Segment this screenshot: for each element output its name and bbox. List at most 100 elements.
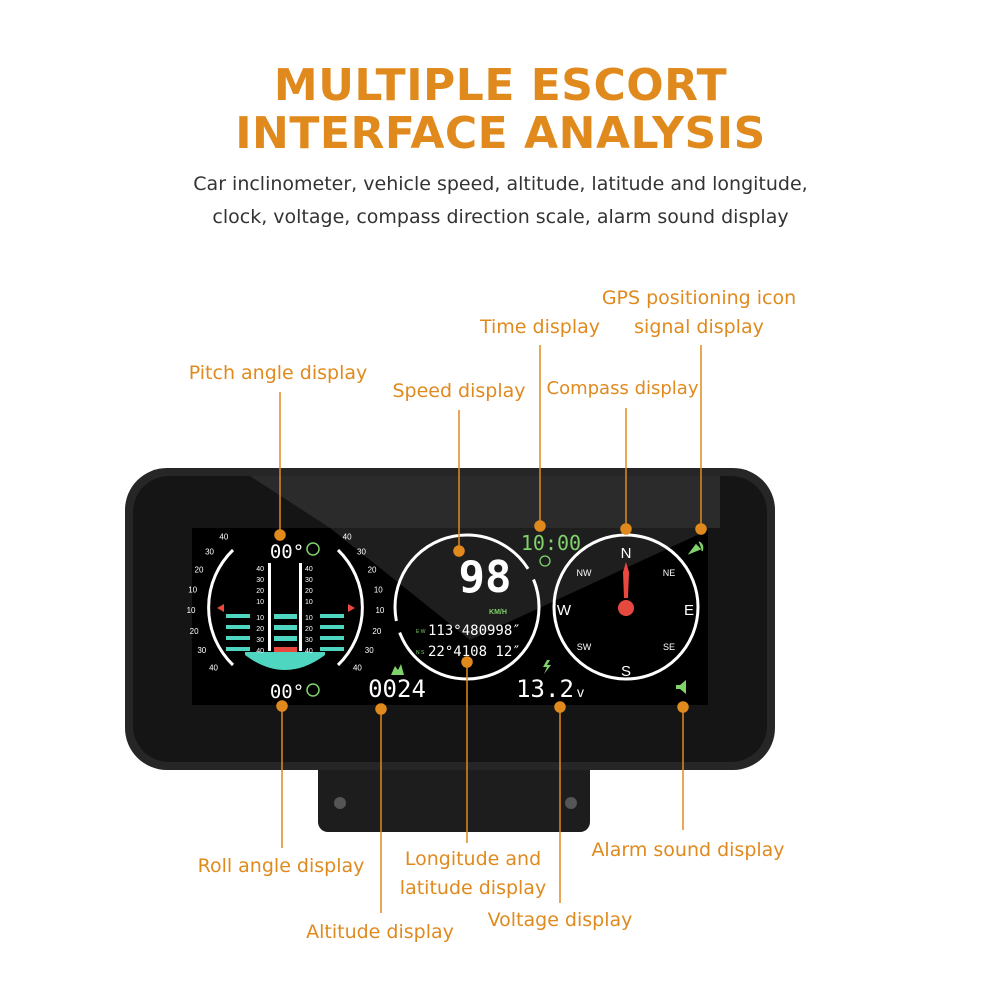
roll-bar <box>320 647 344 651</box>
lat-prefix: N S <box>416 650 425 656</box>
scale-label: 30 <box>256 577 264 584</box>
callout-gps-line2: signal display <box>634 316 764 338</box>
arc-label: 30 <box>197 646 206 655</box>
arc-label: 10 <box>375 606 384 615</box>
title-line-2: INTERFACE ANALYSIS <box>235 108 766 159</box>
subtitle-line-1: Car inclinometer, vehicle speed, altitud… <box>193 173 808 195</box>
callout-lonlat-line1: Longitude and <box>404 848 542 870</box>
arc-label: 10 <box>188 585 197 594</box>
compass-n: N <box>621 545 632 562</box>
callout-voltage: Voltage display <box>487 909 633 931</box>
compass-e: E <box>684 602 694 619</box>
scale-label: 30 <box>305 577 313 584</box>
callout-pitch: Pitch angle display <box>188 362 368 384</box>
level-bar <box>274 636 297 641</box>
scale-label: 40 <box>305 566 313 573</box>
speed-value: 98 <box>459 552 512 603</box>
roll-bar <box>226 647 250 651</box>
clock-icon <box>539 555 551 567</box>
longitude-value: 113°480998″ <box>428 623 521 639</box>
arc-label: 30 <box>365 646 374 655</box>
voltage-unit: v <box>577 684 584 700</box>
arc-label: 30 <box>357 548 366 557</box>
lightning-icon <box>543 660 551 674</box>
scale-label: 30 <box>305 637 313 644</box>
callout-dot <box>677 701 689 713</box>
pitch-icon <box>306 542 320 556</box>
arc-label: 20 <box>195 566 204 575</box>
scale-label: 10 <box>305 599 313 606</box>
mountain-icon <box>391 664 404 675</box>
subtitle-line-2: clock, voltage, compass direction scale,… <box>212 206 789 228</box>
callout-dot <box>375 703 387 715</box>
arc-label: 40 <box>219 533 228 542</box>
callout-gps: GPS positioning icon signal display <box>590 284 808 342</box>
roll-bar <box>226 636 250 640</box>
leader-lines <box>274 345 707 913</box>
compass-w: W <box>557 602 572 619</box>
scale-label: 20 <box>256 588 264 595</box>
arc-label: 10 <box>187 606 196 615</box>
roll-bar <box>320 636 344 640</box>
right-arc <box>336 548 364 667</box>
compass-ne: NE <box>663 568 676 578</box>
roll-value: 00° <box>270 681 304 703</box>
callout-speed: Speed display <box>392 380 526 402</box>
left-marker-icon <box>217 604 224 612</box>
scale-label: 20 <box>305 588 313 595</box>
compass-sw: SW <box>577 642 592 652</box>
callout-time: Time display <box>479 316 600 338</box>
callout-compass: Compass display <box>546 378 699 399</box>
compass-hub <box>618 600 634 616</box>
arc-label: 40 <box>353 663 362 672</box>
scale-label: 40 <box>305 648 313 655</box>
screw-hole <box>334 797 346 809</box>
roll-bar <box>320 614 344 618</box>
level-bar <box>274 625 297 630</box>
scale-label: 10 <box>256 615 264 622</box>
compass-se: SE <box>663 642 675 652</box>
screen-reflection <box>330 528 708 640</box>
latitude-value: 22°4108 12″ <box>428 644 521 660</box>
arc-label: 20 <box>190 627 199 636</box>
roll-bar <box>320 625 344 629</box>
arc-label: 40 <box>343 533 352 542</box>
screw-hole <box>565 797 577 809</box>
right-marker-icon <box>348 604 355 612</box>
callout-dot <box>620 523 632 535</box>
callout-dot <box>534 520 546 532</box>
speaker-icon <box>676 680 686 694</box>
roll-bar <box>226 625 250 629</box>
left-bar <box>268 563 271 651</box>
callout-altitude: Altitude display <box>306 921 454 943</box>
time-value: 10:00 <box>521 531 581 555</box>
scale-label: 10 <box>305 615 313 622</box>
scale-label: 40 <box>256 648 264 655</box>
speed-unit: KM/H <box>489 609 507 616</box>
glass-reflection <box>250 476 720 528</box>
pitch-value: 00° <box>270 541 304 563</box>
callout-dot <box>276 700 288 712</box>
compass-needle <box>623 562 629 598</box>
scale-label: 20 <box>305 626 313 633</box>
callout-dot <box>695 523 707 535</box>
roll-bar <box>226 614 250 618</box>
left-arc <box>207 548 235 667</box>
callout-dot <box>461 656 473 668</box>
arc-label: 30 <box>205 548 214 557</box>
callout-gps-line1: GPS positioning icon <box>601 287 797 309</box>
callout-alarm: Alarm sound display <box>591 839 785 861</box>
scale-label: 20 <box>256 626 264 633</box>
scale-label: 30 <box>256 637 264 644</box>
level-bar <box>274 614 297 619</box>
level-bowl <box>245 652 325 670</box>
right-bar <box>299 563 302 651</box>
voltage-value: 13.2 <box>516 675 574 703</box>
callout-lonlat: Longitude and latitude display <box>388 845 558 903</box>
altitude-value: 0024 <box>368 675 426 703</box>
lon-prefix: E W <box>416 629 426 635</box>
callout-lonlat-line2: latitude display <box>399 877 547 899</box>
